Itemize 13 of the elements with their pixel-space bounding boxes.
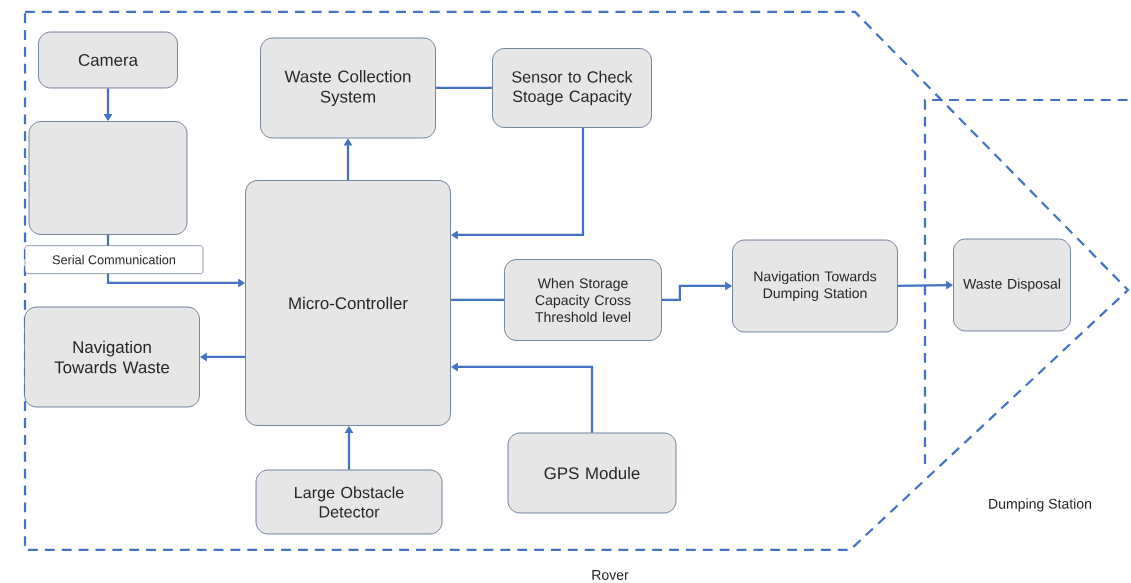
process-box: When Storage Capacity Cross Threshold level bbox=[504, 259, 662, 341]
process-box: Navigation Towards Waste bbox=[24, 306, 200, 408]
process-box: Micro-Controller bbox=[245, 180, 451, 426]
process-box: Waste Collection System bbox=[260, 37, 436, 139]
empty-box bbox=[28, 121, 188, 235]
process-box: GPS Module bbox=[507, 432, 677, 514]
edge-label: Serial Communication bbox=[24, 245, 204, 274]
process-box: Camera bbox=[38, 31, 178, 89]
process-box: Navigation Towards Dumping Station bbox=[732, 239, 898, 333]
node-label: Rover bbox=[592, 570, 629, 580]
process-box: Large Obstacle Detector bbox=[255, 469, 443, 535]
process-box: Sensor to Check Stoage Capacity bbox=[492, 48, 652, 128]
process-box: Waste Disposal bbox=[953, 238, 1071, 332]
